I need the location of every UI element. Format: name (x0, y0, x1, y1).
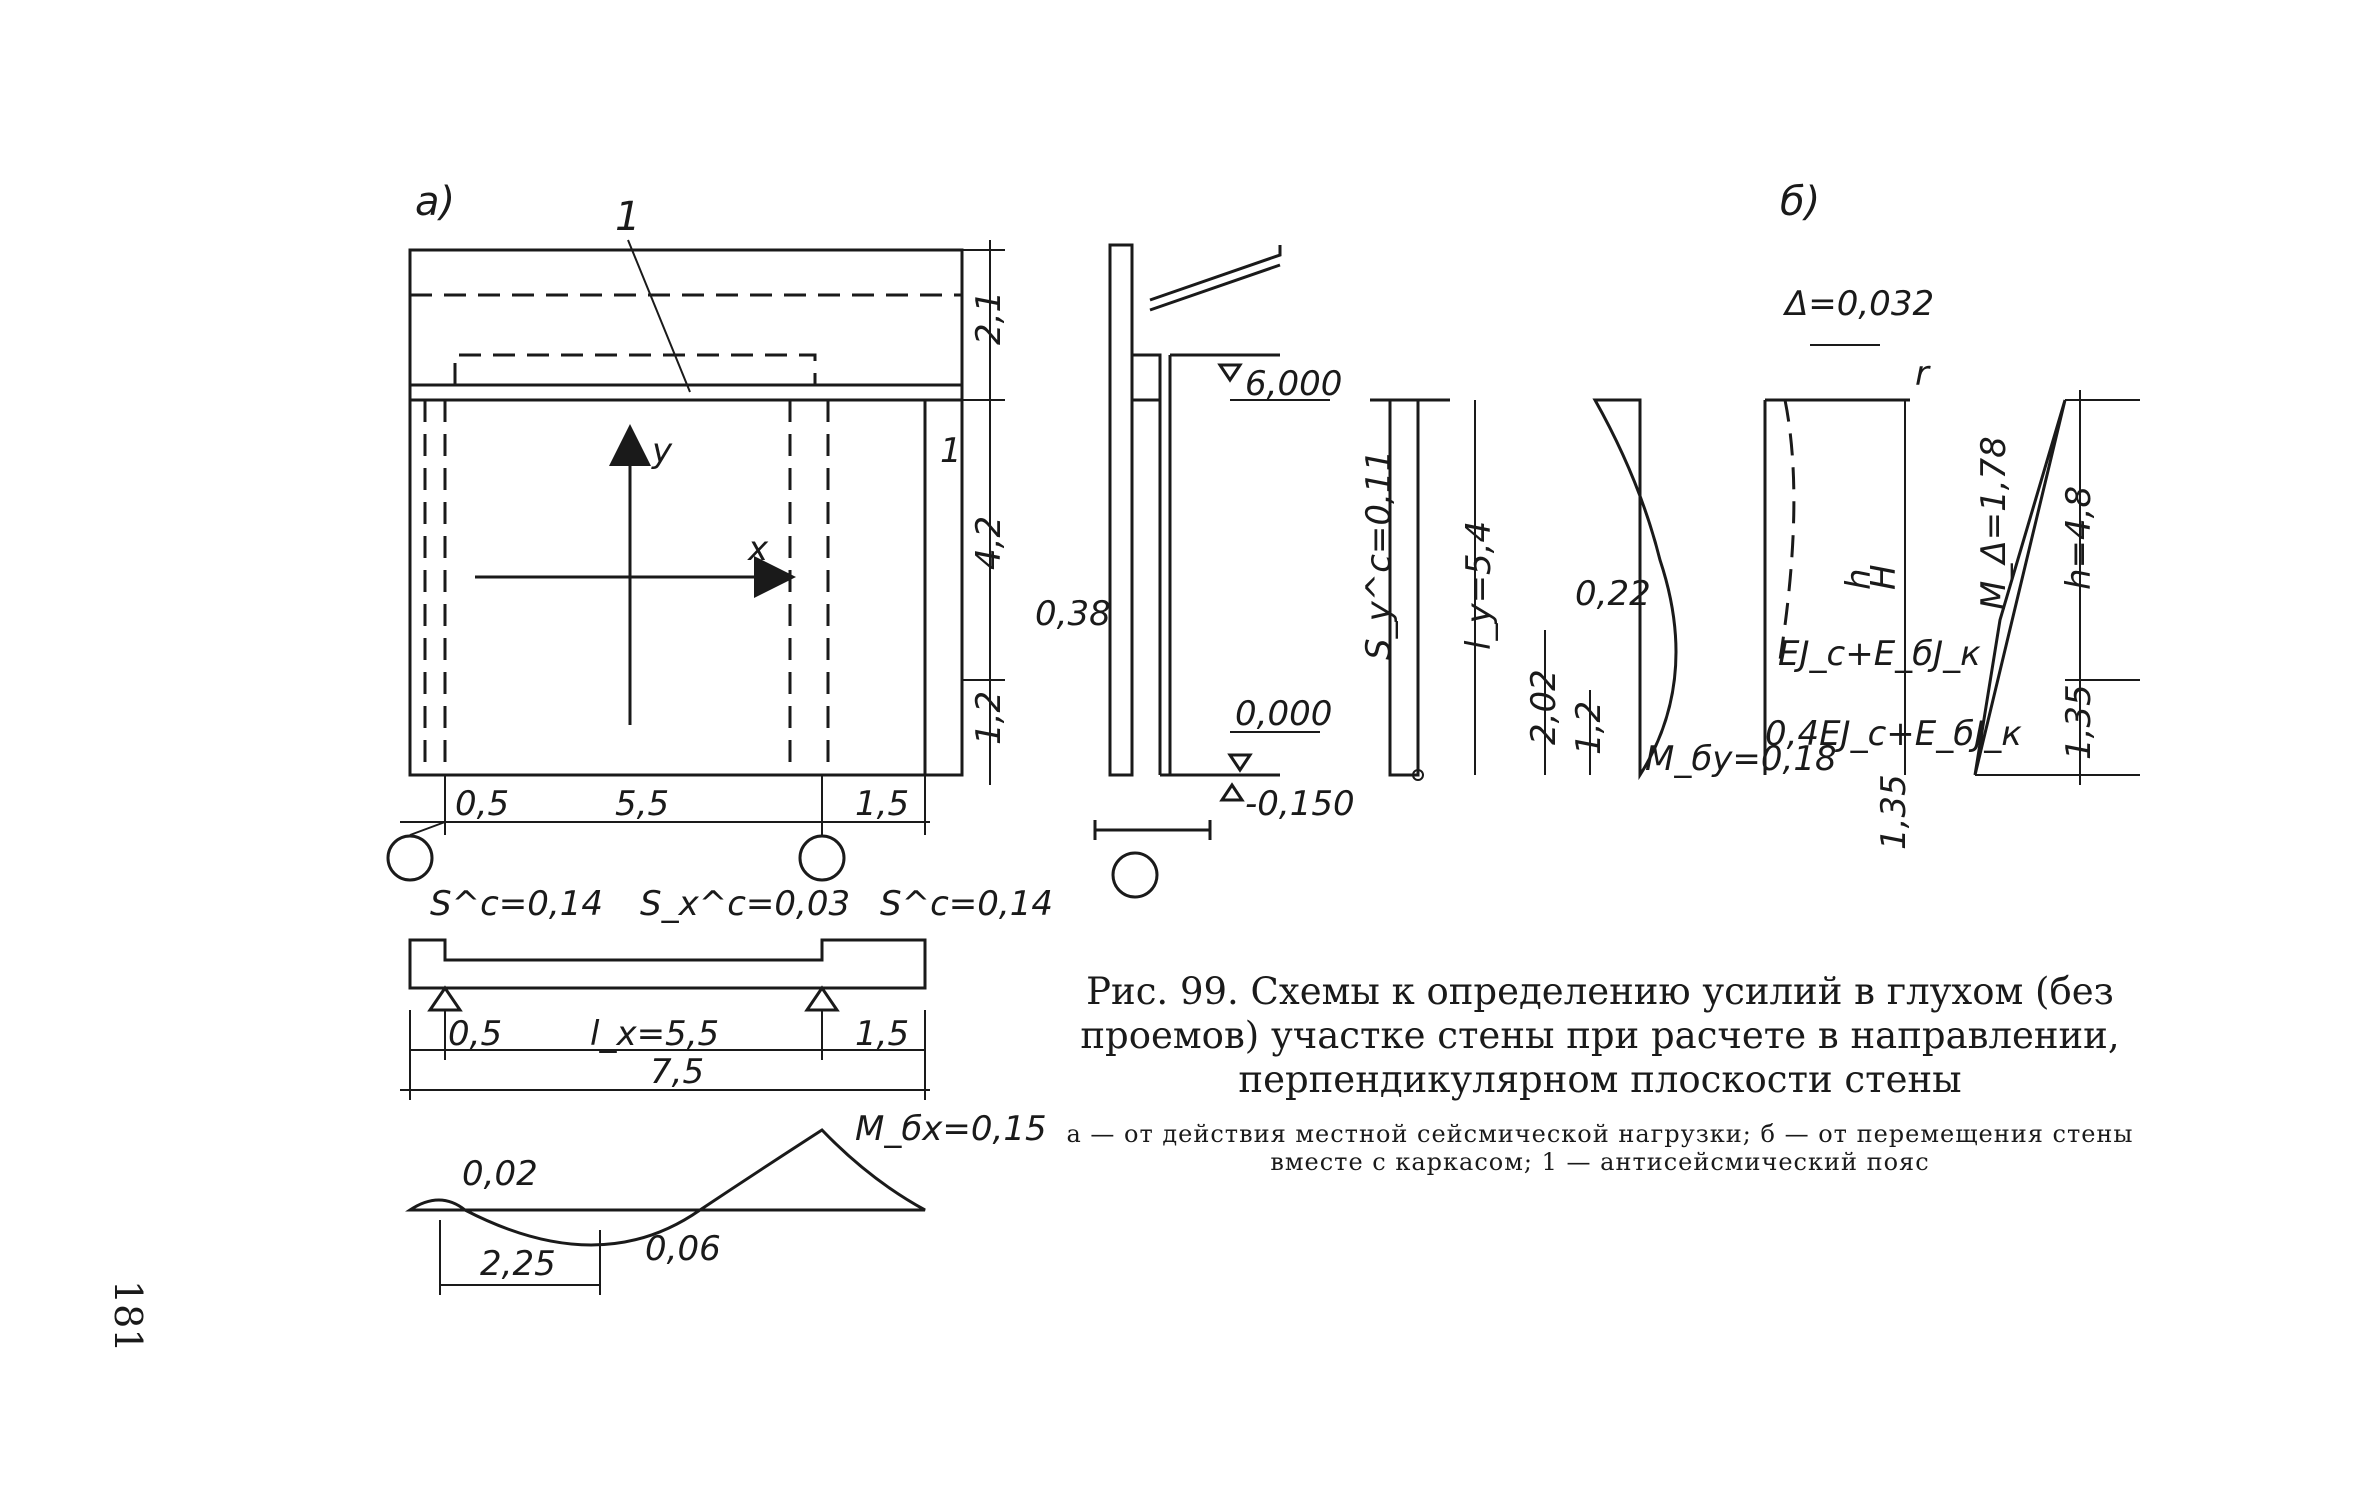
dim-1-5: 1,5 (855, 784, 909, 824)
h-4-8-label: h=4,8 (2059, 486, 2099, 590)
msy-curve (1592, 398, 1678, 781)
moment-left-label: 0,02 (462, 1154, 538, 1194)
wall-section-hatched (1108, 243, 1134, 777)
foundation (1093, 820, 1212, 840)
msy-label: M_бy=0,18 (1645, 739, 1837, 779)
elev-top: 6,000 (1245, 364, 1342, 404)
panel-a-tag: а) (415, 179, 455, 225)
support-right (804, 985, 840, 1012)
panel-a-moment-diagram: 0,02 M_бx=0,15 0,06 2,25 (405, 1109, 1047, 1295)
s-left-label: S^c=0,14 (430, 884, 603, 924)
panel-b-tag: б) (1780, 179, 1820, 225)
dim-2-1: 2,1 (969, 291, 1009, 345)
axis-bubble-b (1111, 851, 1159, 899)
moment-span-label: 0,06 (645, 1229, 721, 1269)
dim-1-2-b: 1,2 (1569, 701, 1609, 755)
roof-slab (1149, 245, 1282, 312)
figure-caption: Рис. 99. Схемы к определению усилий в гл… (1060, 970, 2140, 1176)
panel-b-section: б) 0,38 6,000 0,000 -0,150 (1035, 179, 1820, 899)
s-mid-label: S_x^c=0,03 (640, 884, 850, 924)
panel-a-load-beam: S^c=0,14 S_x^c=0,03 S^c=0,14 0,5 l_x=5,5… (400, 884, 1053, 1100)
r-label: r (1915, 354, 1931, 394)
dim-0-5: 0,5 (455, 784, 509, 824)
elev-mark-base (1219, 782, 1245, 802)
sy-label: S_y^c=0,11 (1359, 450, 1399, 660)
load-distribution (408, 938, 927, 990)
x-axis-label: x (747, 529, 769, 569)
beam-dim-1-5: 1,5 (855, 1014, 909, 1054)
right-label-one: 1 (940, 431, 962, 471)
belt-label: 1 (615, 194, 640, 240)
panel-b-mdelta: M_Δ=1,78 h=4,8 1,35 (1973, 390, 2140, 785)
stiff-top: EJ_c+E_бJ_к (1778, 634, 1981, 674)
dim-4-2: 4,2 (969, 516, 1009, 570)
elev-base: -0,150 (1245, 784, 1355, 824)
beam-dim-0-5: 0,5 (448, 1014, 502, 1054)
h-small-label: h (1839, 568, 1879, 590)
H-big-label: H (1864, 564, 1904, 590)
pin-bottom (1412, 769, 1424, 781)
panel-b-displacement: Δ=0,032 r h H EJ_c+E_бJ_к 0,4EJ_c+E_бJ_к… (1763, 284, 2022, 850)
ly-label: l_y=5,4 (1459, 521, 1499, 650)
caption-legend: а — от действия местной сейсмической наг… (1066, 1120, 2134, 1176)
moment-max-label: M_бx=0,15 (855, 1109, 1047, 1149)
y-axis-label: y (651, 431, 673, 471)
dim-5-5: 5,5 (615, 784, 669, 824)
s-right-label: S^c=0,14 (880, 884, 1053, 924)
axis-bubble-left (386, 834, 434, 882)
delta-label: Δ=0,032 (1782, 284, 1934, 324)
page-number: 181 (106, 1280, 150, 1353)
belt-leader-line (627, 239, 691, 393)
dim-1-2: 1,2 (969, 691, 1009, 745)
belt-section (1130, 353, 1162, 402)
dim-1-35-rot: 1,35 (1874, 774, 1914, 850)
dim-1-35: 1,35 (2059, 684, 2099, 760)
sy-load (1388, 398, 1420, 777)
mdelta-triangle (1973, 399, 2067, 776)
beam-dim-lx: l_x=5,5 (590, 1014, 719, 1054)
elev-mark-top (1217, 363, 1243, 383)
dim-2-02: 2,02 (1524, 669, 1564, 745)
deflected-shape (1778, 399, 1796, 661)
panel-a-elevation: а) 1 1 y x 2,1 4,2 1,2 0,5 5,5 (386, 179, 1009, 882)
support-left (427, 985, 463, 1012)
beam-dim-total: 7,5 (650, 1052, 704, 1092)
dim-0-38: 0,38 (1035, 594, 1111, 634)
m-022-label: 0,22 (1575, 574, 1651, 614)
beam-dashed-outline (453, 353, 817, 385)
elev-mark-floor (1227, 753, 1253, 773)
wall-outline (408, 248, 964, 777)
mdelta-label: M_Δ=1,78 (1974, 436, 2014, 610)
elev-floor: 0,000 (1235, 694, 1332, 734)
panel-b-load-moment: S_y^c=0,11 l_y=5,4 0,22 M_бy=0,18 2,02 1… (1359, 398, 1837, 781)
caption-title: Рис. 99. Схемы к определению усилий в гл… (1080, 970, 2120, 1101)
axis-bubble-right (798, 834, 846, 882)
bubble-leader-left (409, 821, 446, 836)
moment-dim-label: 2,25 (480, 1244, 556, 1284)
